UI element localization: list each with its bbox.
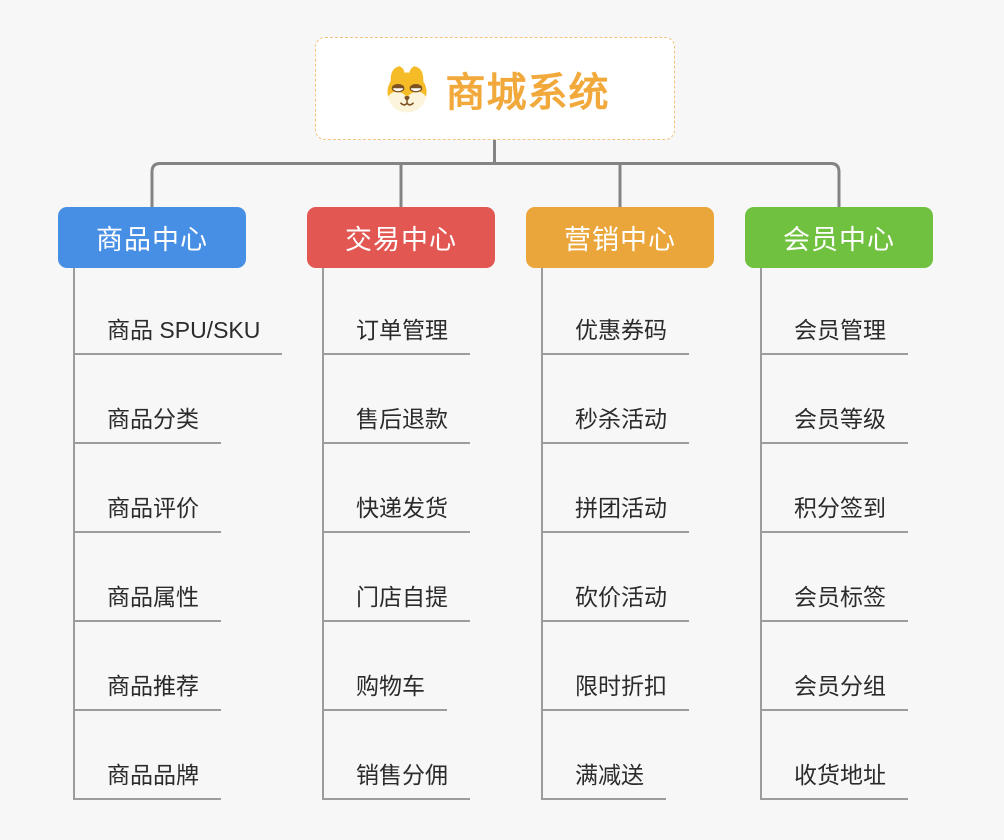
leaf-column-trade-center: 订单管理 售后退款 快递发货 门店自提 购物车 销售分佣 [322,266,470,800]
leaf-item[interactable]: 商品分类 [73,355,221,444]
leaf-label: 购物车 [356,673,425,699]
leaf-label: 订单管理 [356,317,448,343]
leaf-item[interactable]: 售后退款 [322,355,470,444]
leaf-label: 满减送 [575,762,644,788]
leaf-label: 商品评价 [107,495,199,521]
leaf-item[interactable]: 会员分组 [760,622,908,711]
branch-node-product-center[interactable]: 商品中心 [58,207,246,268]
leaf-item[interactable]: 商品 SPU/SKU [73,266,283,355]
branch-node-label: 营销中心 [564,225,676,255]
leaf-column-product-center: 商品 SPU/SKU 商品分类 商品评价 商品属性 商品推荐 商品品牌 [73,266,283,800]
leaf-item[interactable]: 优惠券码 [541,266,689,355]
leaf-item[interactable]: 销售分佣 [322,711,470,800]
leaf-column-member-center: 会员管理 会员等级 积分签到 会员标签 会员分组 收货地址 [760,266,908,800]
leaf-column-marketing-center: 优惠券码 秒杀活动 拼团活动 砍价活动 限时折扣 满减送 [541,266,689,800]
leaf-item[interactable]: 秒杀活动 [541,355,689,444]
leaf-item[interactable]: 收货地址 [760,711,908,800]
leaf-label: 商品属性 [107,584,199,610]
leaf-item[interactable]: 商品评价 [73,444,221,533]
leaf-label: 商品分类 [107,406,199,432]
branch-node-label: 商品中心 [96,225,208,255]
leaf-item[interactable]: 商品属性 [73,533,221,622]
leaf-label: 优惠券码 [575,317,667,343]
branch-node-marketing-center[interactable]: 营销中心 [526,207,714,268]
leaf-label: 会员标签 [794,584,886,610]
leaf-item[interactable]: 订单管理 [322,266,470,355]
leaf-label: 秒杀活动 [575,406,667,432]
leaf-item[interactable]: 快递发货 [322,444,470,533]
leaf-label: 限时折扣 [575,673,667,699]
leaf-label: 会员管理 [794,317,886,343]
branch-node-trade-center[interactable]: 交易中心 [307,207,495,268]
leaf-label: 销售分佣 [356,762,448,788]
root-node[interactable]: 商城系统 [315,37,675,140]
leaf-item[interactable]: 会员标签 [760,533,908,622]
leaf-label: 门店自提 [356,584,448,610]
leaf-item[interactable]: 满减送 [541,711,666,800]
leaf-item[interactable]: 积分签到 [760,444,908,533]
leaf-item[interactable]: 门店自提 [322,533,470,622]
leaf-label: 会员等级 [794,406,886,432]
branch-node-member-center[interactable]: 会员中心 [745,207,933,268]
leaf-item[interactable]: 限时折扣 [541,622,689,711]
leaf-item[interactable]: 会员等级 [760,355,908,444]
branch-node-label: 会员中心 [783,225,895,255]
leaf-label: 售后退款 [356,406,448,432]
leaf-label: 拼团活动 [575,495,667,521]
leaf-item[interactable]: 购物车 [322,622,447,711]
branch-node-label: 交易中心 [345,225,457,255]
leaf-label: 商品品牌 [107,762,199,788]
leaf-label: 收货地址 [794,762,886,788]
leaf-label: 商品 SPU/SKU [107,317,261,343]
leaf-item[interactable]: 会员管理 [760,266,908,355]
leaf-label: 快递发货 [356,495,448,521]
shiba-dog-icon [387,65,426,113]
leaf-item[interactable]: 商品品牌 [73,711,221,800]
leaf-label: 商品推荐 [107,673,199,699]
leaf-item[interactable]: 拼团活动 [541,444,689,533]
root-branch-connectors [150,138,841,207]
leaf-label: 积分签到 [794,495,886,521]
leaf-item[interactable]: 商品推荐 [73,622,221,711]
leaf-label: 会员分组 [794,673,886,699]
root-node-label: 商城系统 [445,70,610,115]
leaf-item[interactable]: 砍价活动 [541,533,689,622]
leaf-label: 砍价活动 [575,584,667,610]
